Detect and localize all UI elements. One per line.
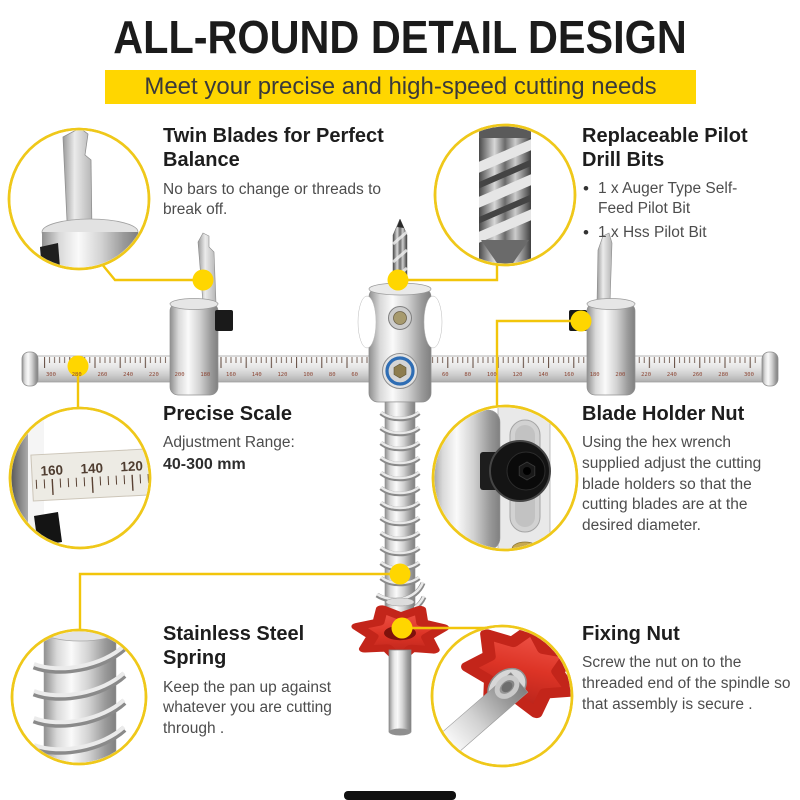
magnified-clamp	[40, 243, 62, 268]
callout-title: Precise Scale	[163, 403, 292, 425]
callout-blade-holder-nut: Blade Holder Nut Using the hex wrench su…	[582, 402, 782, 536]
connector-twin-blades	[100, 262, 203, 282]
connector-spring	[78, 572, 400, 632]
callout-precise-scale: Precise Scale Adjustment Range: 40-300 m…	[163, 402, 393, 474]
twin-blades-magnifier	[7, 127, 151, 271]
hex-shank	[388, 649, 412, 736]
dot-spring	[389, 563, 411, 585]
adjustment-range-value: 40-300 mm	[163, 456, 246, 473]
callout-title: Stainless Steel Spring	[163, 623, 305, 670]
holder-knob-left	[215, 310, 233, 331]
connector-lines	[76, 262, 581, 632]
precise-scale-magnifier: 160 140 120	[8, 406, 152, 550]
fixing-nut-magnifier	[430, 624, 574, 768]
callout-title: Replaceable Pilot Drill Bits	[582, 125, 748, 172]
callout-title: Twin Blades for Perfect Balance	[163, 125, 384, 172]
magnified-scale-label: 140	[80, 460, 103, 476]
callout-twin-blades: Twin Blades for Perfect Balance No bars …	[163, 124, 413, 221]
magnified-scale-ticks	[35, 473, 149, 495]
callout-body: Using the hex wrench supplied adjust the…	[582, 434, 762, 534]
dot-precise-scale	[67, 355, 89, 377]
magnified-shaft	[433, 672, 529, 765]
callout-body: No bars to change or threads to break of…	[163, 180, 381, 219]
cutting-blade-left	[197, 232, 217, 304]
callout-body: Keep the pan up against whatever you are…	[163, 678, 332, 737]
callout-body: Screw the nut on to the threaded end of …	[582, 654, 791, 713]
dot-twin-blades	[192, 269, 214, 291]
dot-fixing-nut	[391, 617, 413, 639]
drill-bit-magnifier	[433, 123, 577, 267]
page-title: ALL-ROUND DETAIL DESIGN	[113, 11, 687, 63]
scale-end-cap-left	[21, 351, 39, 387]
blade-holder-left	[169, 232, 233, 396]
subtitle-banner: Meet your precise and high-speed cutting…	[105, 70, 696, 104]
magnified-scale-label: 160	[40, 462, 63, 478]
blade-holder-nut-magnifier	[431, 404, 579, 552]
callout-body: Adjustment Range:	[163, 434, 295, 452]
dot-blade-holder-nut	[570, 310, 592, 332]
callout-title: Blade Holder Nut	[582, 403, 745, 425]
center-chuck	[357, 282, 443, 403]
callout-dots	[67, 269, 592, 639]
callout-spring: Stainless Steel Spring Keep the pan up a…	[163, 622, 378, 740]
list-item: 1 x Hss Pilot Bit	[582, 222, 748, 244]
bottom-indicator-bar	[344, 791, 456, 800]
dot-pilot-bits	[387, 269, 409, 291]
magnified-scale-label: 120	[120, 458, 143, 474]
callout-title: Fixing Nut	[582, 623, 680, 645]
callout-pilot-bits: Replaceable Pilot Drill Bits 1 x Auger T…	[582, 124, 777, 247]
callout-fixing-nut: Fixing Nut Screw the nut on to the threa…	[582, 622, 794, 715]
connector-pilot-bits	[398, 262, 499, 282]
pilot-bits-list: 1 x Auger Type Self-Feed Pilot Bit 1 x Hs…	[582, 178, 777, 245]
scale-end-cap-right	[761, 351, 779, 387]
list-item: 1 x Auger Type Self-Feed Pilot Bit	[582, 178, 748, 219]
connector-blade-holder-nut	[495, 319, 581, 410]
subtitle-text: Meet your precise and high-speed cutting…	[144, 73, 657, 100]
spring-magnifier	[10, 628, 148, 766]
